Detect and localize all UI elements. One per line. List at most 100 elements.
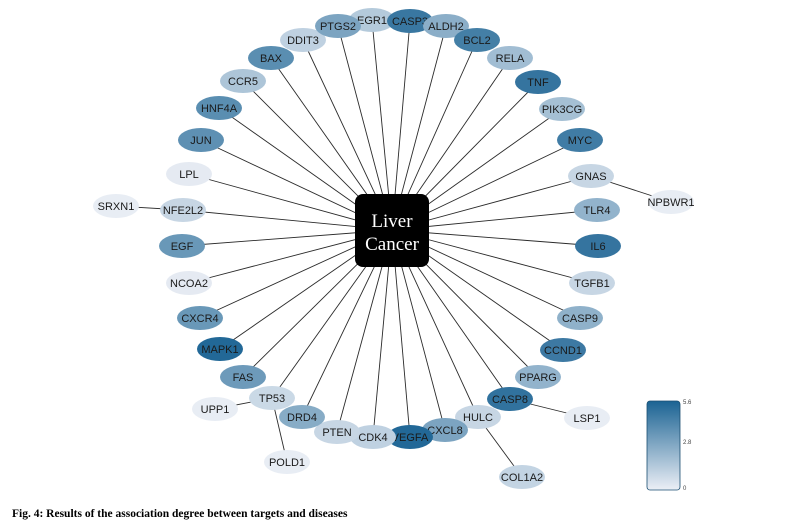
node-label: RELA (496, 53, 525, 65)
node-shape (178, 128, 224, 152)
node-casp3[interactable]: CASP3 (387, 9, 433, 33)
center-label-line1: Liver (371, 211, 413, 232)
node-pparg[interactable]: PPARG (515, 365, 561, 389)
node-label: TLR4 (584, 205, 611, 217)
color-scale-legend: 5.6 2.8 0 (646, 400, 692, 492)
node-label: POLD1 (269, 457, 305, 469)
node-label: PIK3CG (542, 104, 582, 116)
node-tgfb1[interactable]: TGFB1 (569, 271, 615, 295)
node-cxcr4[interactable]: CXCR4 (177, 306, 223, 330)
node-shape (166, 271, 212, 295)
center-node[interactable]: Liver Cancer (355, 194, 429, 267)
node-npbwr1[interactable]: NPBWR1 (647, 190, 695, 214)
node-bax[interactable]: BAX (248, 46, 294, 70)
node-label: NFE2L2 (163, 205, 203, 217)
node-label: TGFB1 (574, 278, 609, 290)
node-label: DDIT3 (287, 35, 319, 47)
node-tp53[interactable]: TP53 (249, 386, 295, 410)
node-shape (575, 234, 621, 258)
node-label: LSP1 (574, 413, 601, 425)
node-vegfa[interactable]: VEGFA (387, 425, 433, 449)
node-aldh2[interactable]: ALDH2 (423, 14, 469, 38)
node-hnf4a[interactable]: HNF4A (196, 96, 242, 120)
node-jun[interactable]: JUN (178, 128, 224, 152)
figure-caption: Fig. 4: Results of the association degre… (12, 508, 348, 520)
node-label: VEGFA (392, 432, 429, 444)
node-tnf[interactable]: TNF (515, 70, 561, 94)
node-label: MAPK1 (201, 344, 238, 356)
node-label: NCOA2 (170, 278, 208, 290)
node-shape (515, 70, 561, 94)
node-shape (220, 69, 266, 93)
center-label-line2: Cancer (365, 234, 419, 255)
node-shape (387, 9, 433, 33)
node-shape (574, 198, 620, 222)
node-upp1[interactable]: UPP1 (192, 397, 238, 421)
node-gnas[interactable]: GNAS (568, 164, 614, 188)
node-shape (93, 194, 139, 218)
node-label: CDK4 (358, 432, 387, 444)
node-shape (569, 271, 615, 295)
node-casp9[interactable]: CASP9 (557, 306, 603, 330)
node-label: GNAS (575, 171, 606, 183)
node-fas[interactable]: FAS (220, 365, 266, 389)
node-ddit3[interactable]: DDIT3 (280, 28, 326, 52)
scale-max-label: 5.6 (683, 400, 692, 406)
node-myc[interactable]: MYC (557, 128, 603, 152)
node-shape (423, 14, 469, 38)
node-shape (387, 425, 433, 449)
node-shape (455, 405, 501, 429)
node-ptgs2[interactable]: PTGS2 (315, 14, 361, 38)
node-shape (515, 365, 561, 389)
node-shape (159, 234, 205, 258)
node-shape (564, 406, 610, 430)
node-pten[interactable]: PTEN (314, 420, 360, 444)
node-tlr4[interactable]: TLR4 (574, 198, 620, 222)
node-drd4[interactable]: DRD4 (279, 405, 325, 429)
node-nfe2l2[interactable]: NFE2L2 (160, 198, 206, 222)
node-label: PTEN (322, 427, 351, 439)
node-label: HULC (463, 412, 493, 424)
node-egf[interactable]: EGF (159, 234, 205, 258)
node-shape (166, 162, 212, 186)
node-col1a2[interactable]: COL1A2 (499, 465, 545, 489)
node-srxn1[interactable]: SRXN1 (93, 194, 139, 218)
node-label: JUN (190, 135, 211, 147)
node-label: TP53 (259, 393, 285, 405)
node-shape (177, 306, 223, 330)
node-pik3cg[interactable]: PIK3CG (539, 97, 585, 121)
node-shape (248, 46, 294, 70)
node-label: PPARG (519, 372, 557, 384)
node-bcl2[interactable]: BCL2 (454, 28, 500, 52)
node-pold1[interactable]: POLD1 (264, 450, 310, 474)
node-label: COL1A2 (501, 472, 543, 484)
node-label: CXCL8 (427, 425, 462, 437)
node-shape (196, 96, 242, 120)
node-shape (220, 365, 266, 389)
node-shape (350, 425, 396, 449)
node-shape (557, 128, 603, 152)
node-mapk1[interactable]: MAPK1 (197, 337, 243, 361)
node-ncoa2[interactable]: NCOA2 (166, 271, 212, 295)
node-lpl[interactable]: LPL (166, 162, 212, 186)
node-label: BCL2 (463, 35, 491, 47)
node-shape (280, 28, 326, 52)
node-il6[interactable]: IL6 (575, 234, 621, 258)
node-shape (487, 387, 533, 411)
node-label: UPP1 (201, 404, 230, 416)
node-label: FAS (233, 372, 254, 384)
scale-min-label: 0 (683, 486, 687, 492)
node-shape (315, 14, 361, 38)
node-label: NPBWR1 (647, 197, 694, 209)
node-shape (540, 338, 586, 362)
node-cxcl8[interactable]: CXCL8 (422, 418, 468, 442)
node-shape (487, 46, 533, 70)
node-hulc[interactable]: HULC (455, 405, 501, 429)
node-cdk4[interactable]: CDK4 (350, 425, 396, 449)
node-casp8[interactable]: CASP8 (487, 387, 533, 411)
node-ccr5[interactable]: CCR5 (220, 69, 266, 93)
node-lsp1[interactable]: LSP1 (564, 406, 610, 430)
node-ccnd1[interactable]: CCND1 (540, 338, 586, 362)
node-rela[interactable]: RELA (487, 46, 533, 70)
